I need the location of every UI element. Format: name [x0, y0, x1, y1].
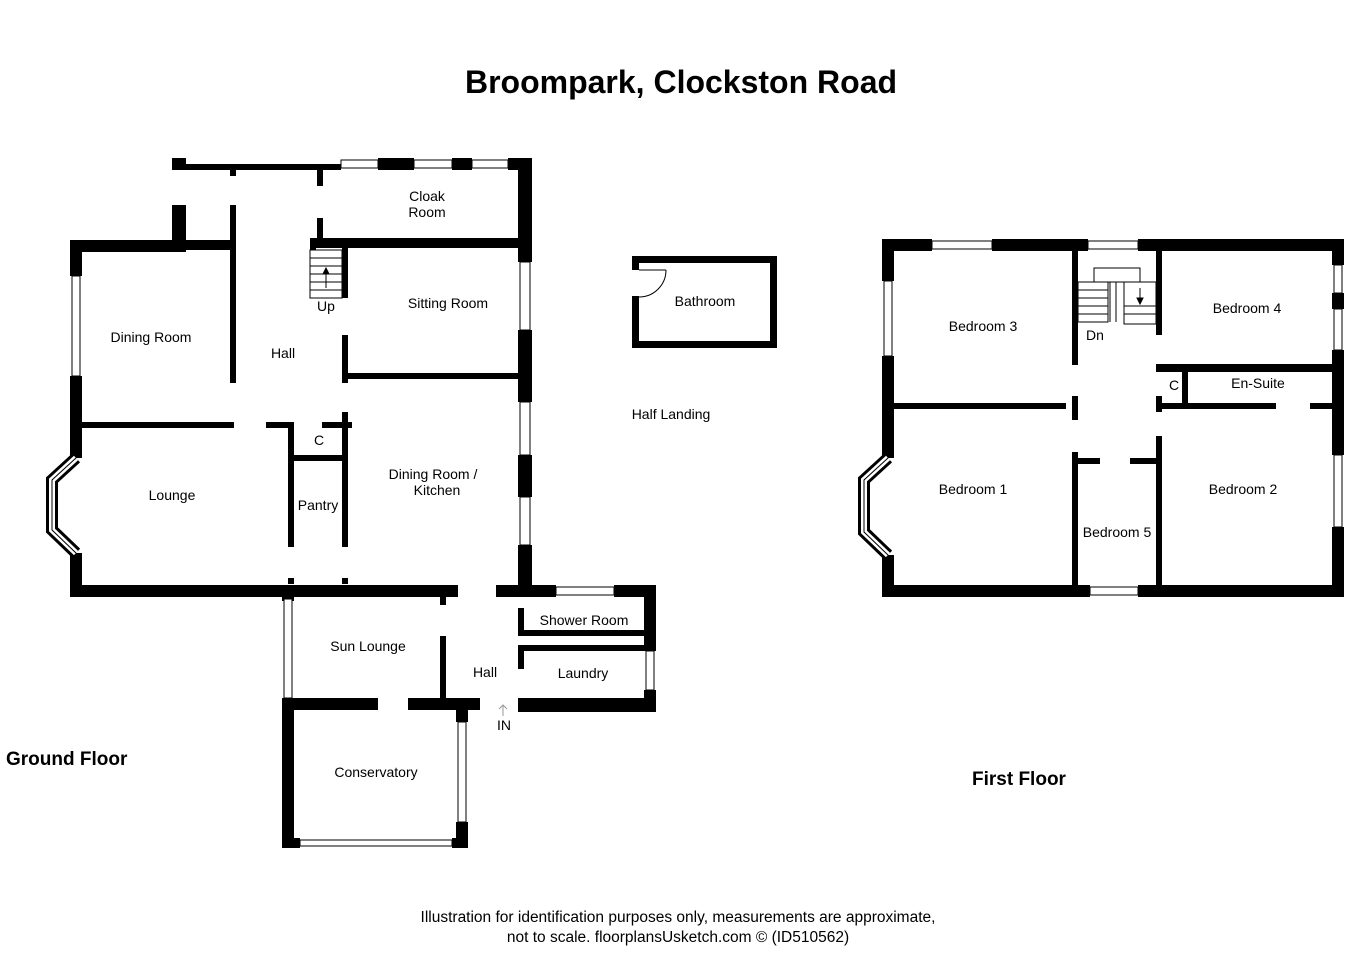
- first-stairs: [1077, 267, 1157, 325]
- entrance-label: IN: [497, 717, 511, 733]
- room-label-bedroom-1: Bedroom 1: [938, 481, 1008, 497]
- bathroom-door: [638, 269, 667, 298]
- room-label-bedroom-2: Bedroom 2: [1208, 481, 1278, 497]
- room-label-laundry: Laundry: [557, 665, 609, 681]
- room-label-sun-lounge: Sun Lounge: [330, 638, 406, 654]
- room-label-bedroom-5: Bedroom 5: [1082, 524, 1152, 540]
- entrance-arrow: [498, 704, 508, 716]
- bathroom-walls: [632, 256, 777, 348]
- room-label-lounge: Lounge: [148, 487, 196, 503]
- bedroom1-bay-window: [858, 453, 893, 560]
- ground-floor-label: Ground Floor: [6, 749, 128, 770]
- room-label-conservatory: Conservatory: [334, 764, 418, 780]
- room-label-bedroom-4: Bedroom 4: [1212, 300, 1282, 316]
- room-label-cloak-room-line1: Cloak: [409, 188, 445, 204]
- first-floor-windows: [883, 240, 1343, 596]
- plan-title: Broompark, Clockston Road: [464, 64, 898, 100]
- first-floor-label: First Floor: [972, 769, 1066, 790]
- room-label-hall-lower: Hall: [472, 664, 498, 680]
- room-label-cupboard-ground: C: [313, 432, 325, 448]
- room-label-shower-room: Shower Room: [539, 612, 629, 628]
- room-label-pantry: Pantry: [297, 497, 339, 513]
- room-label-bedroom-3: Bedroom 3: [948, 318, 1018, 334]
- room-label-dining-room: Dining Room: [110, 329, 192, 345]
- room-label-half-landing: Half Landing: [631, 406, 711, 422]
- room-label-en-suite: En-Suite: [1231, 375, 1285, 391]
- ground-floor-walls: [70, 158, 656, 848]
- stairs-down-label: Dn: [1086, 327, 1104, 343]
- room-label-dining-kitchen-line2: Kitchen: [413, 482, 461, 498]
- room-label-dining-kitchen-line1: Dining Room /: [388, 466, 478, 482]
- disclaimer: Illustration for identification purposes…: [340, 908, 1016, 948]
- room-label-cloak-room-line2: Room: [408, 204, 446, 220]
- ground-floor-windows: [71, 159, 655, 847]
- room-label-hall-upper: Hall: [270, 345, 296, 361]
- lounge-bay-window: [46, 453, 81, 558]
- stairs-up-label: Up: [317, 298, 335, 314]
- first-floor-walls: [882, 239, 1344, 597]
- disclaimer-line-1: Illustration for identification purposes…: [420, 909, 936, 926]
- room-label-bathroom: Bathroom: [674, 293, 736, 309]
- room-label-cupboard-first: C: [1168, 377, 1180, 393]
- disclaimer-line-2: not to scale. floorplansUsketch.com © (I…: [506, 929, 850, 946]
- ground-stairs: [309, 249, 343, 299]
- room-label-sitting-room: Sitting Room: [407, 295, 489, 311]
